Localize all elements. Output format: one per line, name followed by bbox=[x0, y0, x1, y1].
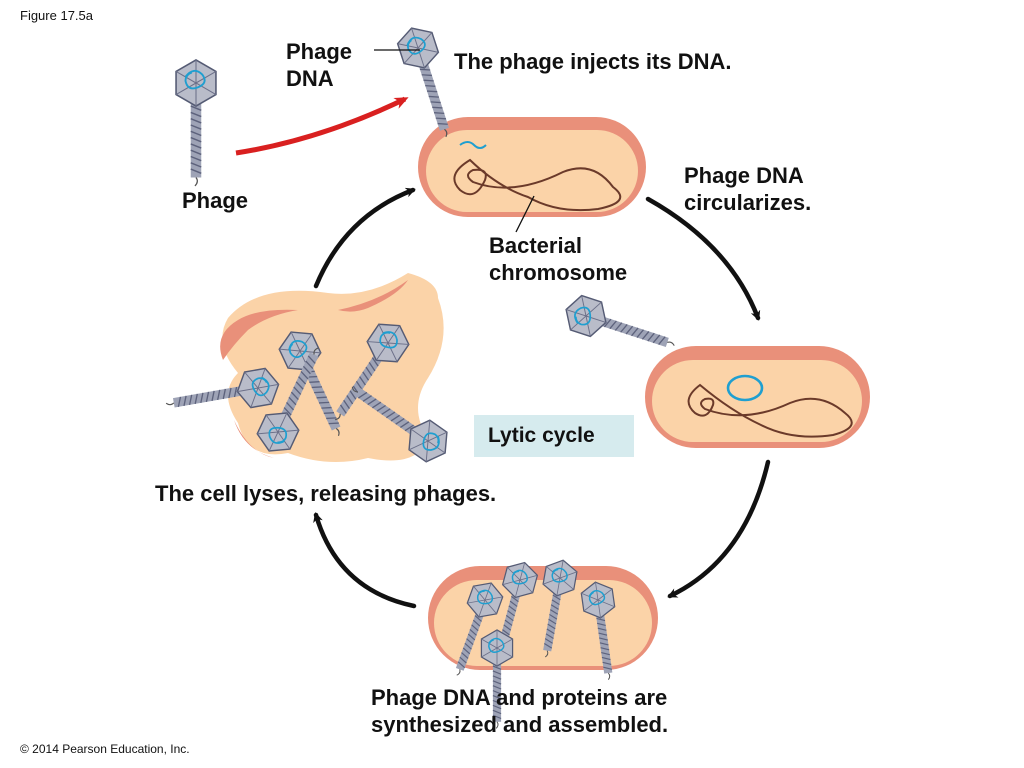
arrow-to-circularize bbox=[645, 196, 761, 321]
cell-infected bbox=[418, 117, 646, 217]
synthesis-line2: synthesized and assembled. bbox=[371, 711, 669, 737]
arrow-to-lysis bbox=[313, 512, 417, 609]
phage-dna-label-line1: Phage bbox=[286, 39, 353, 64]
inject-arrow bbox=[235, 96, 409, 156]
bacterial-line2: chromosome bbox=[489, 259, 628, 285]
circularizes-line2: circularizes. bbox=[684, 189, 812, 215]
phage-label: Phage bbox=[182, 188, 249, 213]
lytic-cycle-title: Lytic cycle bbox=[488, 424, 595, 447]
circular-phage-dna bbox=[726, 374, 764, 402]
bacterial-chromosome-1 bbox=[453, 158, 622, 212]
figure-label: Figure 17.5a bbox=[20, 8, 93, 23]
cell-assembly bbox=[428, 556, 658, 730]
phage-dna-label: Phage DNA bbox=[286, 39, 352, 93]
synthesis-label: Phage DNA and proteins are synthesized a… bbox=[371, 685, 668, 739]
arrow-to-synthesis bbox=[667, 459, 771, 599]
cell-circularized bbox=[645, 346, 870, 448]
cycle-arrows bbox=[313, 187, 771, 609]
bacterial-line1: Bacterial bbox=[489, 233, 582, 258]
chromosome-pointer bbox=[515, 195, 535, 233]
lytic-cycle-box: Lytic cycle bbox=[474, 415, 634, 457]
bacterial-chromosome-2 bbox=[687, 383, 853, 438]
arrow-to-infection bbox=[313, 187, 416, 289]
copyright-notice: © 2014 Pearson Education, Inc. bbox=[20, 742, 190, 756]
synthesis-line1: Phage DNA and proteins are bbox=[371, 685, 668, 710]
injects-label: The phage injects its DNA. bbox=[454, 49, 732, 74]
free-phage-icon bbox=[175, 58, 217, 187]
circularizes-label: Phage DNA circularizes. bbox=[684, 163, 811, 217]
cell-lysed bbox=[162, 273, 457, 469]
empty-phage-icon bbox=[559, 291, 681, 363]
circularizes-line1: Phage DNA bbox=[684, 163, 804, 188]
bacterial-chromosome-label: Bacterial chromosome bbox=[489, 233, 627, 287]
phage-dna-label-line2: DNA bbox=[286, 65, 334, 91]
lysis-label: The cell lyses, releasing phages. bbox=[155, 481, 497, 506]
